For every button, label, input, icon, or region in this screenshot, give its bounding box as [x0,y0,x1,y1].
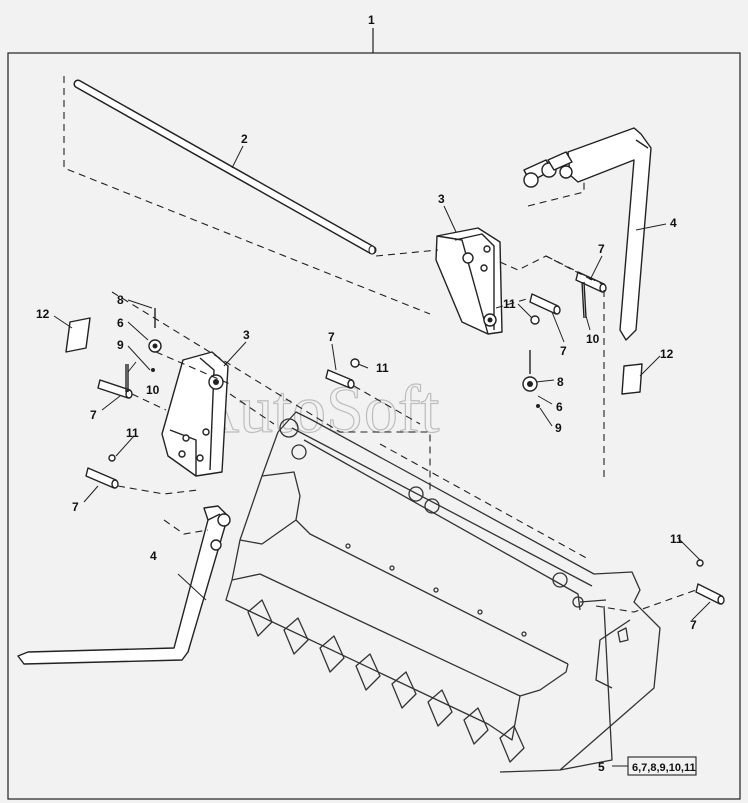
bracket-right-part [435,227,503,335]
diagram-frame [7,52,741,800]
callout-pin-a: 6 [117,316,124,330]
callout-pad-left: 12 [36,307,50,321]
callout-spring-a: 10 [146,383,160,397]
callout-tube: 2 [241,132,248,146]
leader-lines [53,145,711,767]
callout-bolt-d: 7 [90,408,97,422]
callout-fork-right: 4 [670,216,677,230]
callout-bracket-left: 3 [243,328,250,342]
fork-left-part [17,505,231,665]
callout-bolt-e: 7 [72,500,79,514]
callout-bracket-right: 3 [438,192,445,206]
callout-bolt-f: 7 [690,618,697,632]
callout-nut-a: 11 [503,297,516,311]
callout-nut-c: 11 [126,426,139,440]
kit-box [627,756,697,776]
callout-nut-b: 11 [376,361,389,375]
watermark-text: AutoSoft [190,371,439,447]
callout-pin-b: 6 [556,400,563,414]
callout-pad-right: 12 [660,347,674,361]
callout-assembly: 1 [368,13,375,27]
bracket-left-part [161,351,229,477]
callout-bolt-c: 7 [328,330,335,344]
callout-cotter-b: 8 [557,375,564,389]
callout-spring-b: 10 [586,332,600,346]
callout-clip-b: 9 [555,421,562,435]
bucket-part [225,411,661,773]
callout-clip-a: 9 [117,338,124,352]
callout-bolt-a: 7 [598,242,605,256]
tube-part [73,79,377,255]
callout-cotter-a: 8 [117,293,124,307]
callout-bolt-b: 7 [560,344,567,358]
callout-kit: 5 [598,760,605,774]
callout-fork-left: 4 [150,549,157,563]
callout-kit-contents: 6,7,8,9,10,11 [632,762,696,774]
callout-nut-d: 11 [670,532,683,546]
fork-right-part [523,127,652,341]
callout-labels: 1 2 3 3 4 4 5 6,7,8,9,10,11 6 6 7 7 7 7 … [36,13,697,774]
assembly-dashed-lines [63,76,697,613]
